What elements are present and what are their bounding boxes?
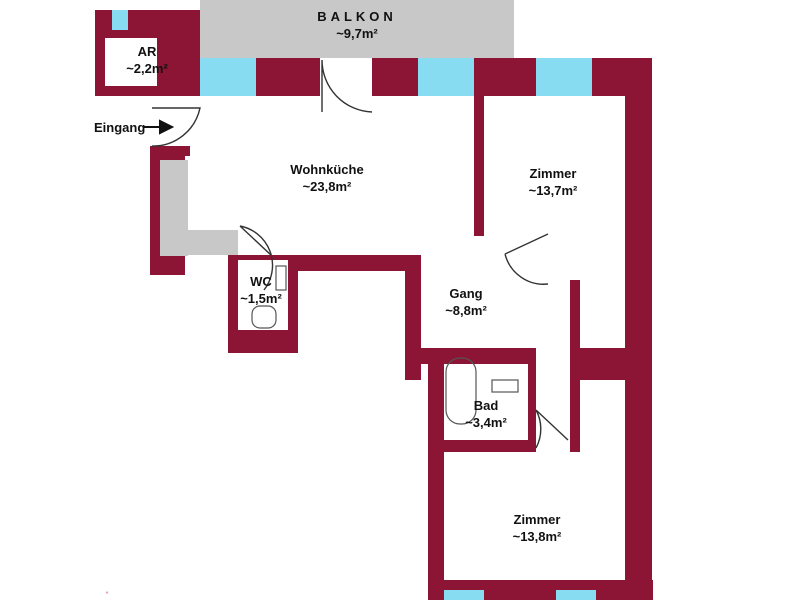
zimmer2-upper: [580, 380, 625, 480]
wc-door: [239, 225, 274, 291]
bad-sink: [491, 379, 519, 393]
wc-sink: [275, 265, 287, 291]
zimmer1-floor: [484, 96, 625, 348]
bad-name: Bad: [473, 398, 499, 413]
room-label-ar: AR ~2,2m²: [126, 43, 168, 77]
balkon-door-opening: [320, 58, 372, 96]
wc-floor: [238, 260, 288, 330]
zimmer1-name: Zimmer: [529, 166, 577, 181]
room-label-balkon: BALKON ~9,7m²: [317, 8, 397, 42]
room-label-zimmer2: Zimmer ~13,8m²: [513, 511, 562, 545]
wohnkueche-name: Wohnküche: [290, 162, 364, 177]
doors: [151, 59, 569, 449]
balcony-area: [200, 0, 514, 58]
entry-opening: [150, 96, 190, 146]
ar-floor: [105, 38, 157, 86]
zimmer1-area: ~13,7m²: [528, 183, 578, 198]
room-label-wohnkueche: Wohnküche ~23,8m²: [290, 161, 363, 195]
wc-toilet: [251, 305, 277, 329]
entrance-label: Eingang: [94, 120, 146, 135]
wc-area: ~1,5m²: [240, 291, 282, 306]
gang-area: ~8,8m²: [445, 303, 487, 318]
gang-floor: [421, 236, 570, 490]
wc-name: WC: [250, 274, 272, 289]
room-label-bad: Bad ~3,4m²: [465, 397, 507, 431]
entrance-arrow: [144, 119, 175, 135]
fixtures: [251, 265, 519, 425]
kitchen-strip-bottom: [160, 230, 238, 255]
zimmer2-name: Zimmer: [513, 512, 561, 527]
zimmer1-door: [504, 233, 549, 285]
bad-floor: [444, 364, 528, 440]
corner-mark: °: [106, 592, 109, 598]
wohnkueche-area: ~23,8m²: [302, 179, 352, 194]
room-floors: [105, 38, 625, 580]
gang-name: Gang: [449, 286, 483, 301]
wohnkueche-floor: [190, 96, 474, 255]
bad-door: [535, 409, 569, 449]
balkon-name: BALKON: [317, 9, 397, 24]
room-label-zimmer1: Zimmer ~13,7m²: [529, 165, 578, 199]
ar-name: AR: [137, 44, 157, 59]
room-label-wc: WC ~1,5m²: [240, 273, 282, 307]
balkon-area: ~9,7m²: [336, 26, 378, 41]
zimmer2-area: ~13,8m²: [512, 529, 562, 544]
bad-area: ~3,4m²: [465, 415, 507, 430]
ar-area: ~2,2m²: [126, 61, 168, 76]
entrance-door: [151, 107, 201, 147]
windows: [112, 10, 596, 600]
balkon-door: [321, 59, 373, 113]
room-label-gang: Gang ~8,8m²: [445, 285, 487, 319]
bathtub: [445, 357, 477, 425]
